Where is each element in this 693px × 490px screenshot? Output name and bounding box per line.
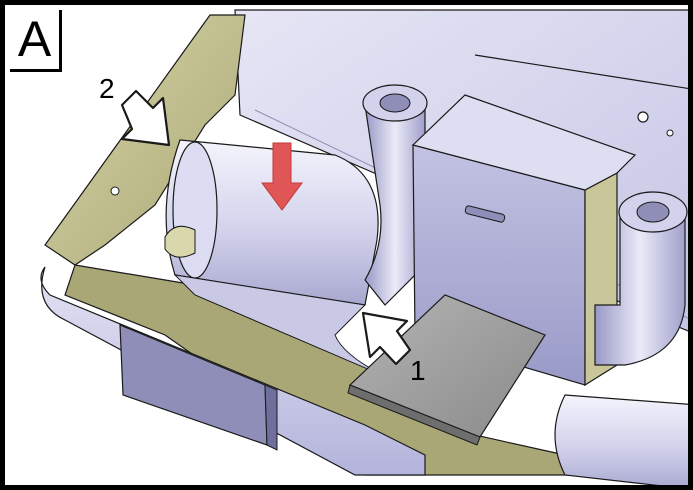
lid-hole-small bbox=[666, 129, 674, 137]
cylinder-clamp bbox=[164, 225, 196, 258]
front-rail bbox=[40, 266, 426, 476]
red-down-arrow bbox=[261, 142, 303, 211]
assembly-illustration bbox=[40, 9, 688, 485]
lower-skirt-edge bbox=[264, 384, 278, 451]
lid-slot bbox=[474, 54, 688, 90]
panel-label: A bbox=[10, 10, 62, 72]
callout-arrow-2 bbox=[120, 89, 171, 147]
lower-right-tube bbox=[554, 394, 688, 485]
right-elbow-pipe bbox=[594, 214, 686, 366]
lid-hole bbox=[637, 111, 649, 123]
callout-arrow-1 bbox=[361, 311, 412, 366]
wall-hole bbox=[110, 186, 120, 196]
chute-slot bbox=[464, 205, 506, 223]
callout-number-2: 2 bbox=[99, 73, 115, 104]
callout-number-1: 1 bbox=[410, 355, 426, 386]
plate-lip bbox=[347, 384, 481, 446]
left-pipe-bore bbox=[379, 93, 411, 113]
right-pipe-bore bbox=[636, 201, 670, 223]
chute-box-top bbox=[411, 94, 637, 191]
